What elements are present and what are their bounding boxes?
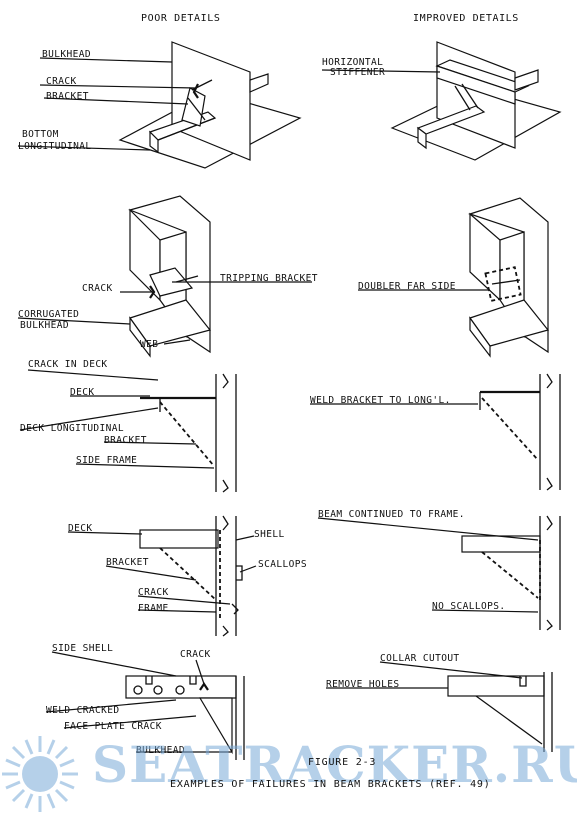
label-tripping-bracket: TRIPPING BRACKET [220,273,318,284]
panel3-poor-leaders [19,369,215,469]
panel2-poor-drawing [128,195,212,358]
label-crack-5: CRACK [180,649,211,660]
label-longitudinal: LONGITUDINAL [18,141,92,152]
panel5-poor-leaders [45,651,232,753]
label-side-shell: SIDE SHELL [52,643,114,654]
figure-title: EXAMPLES OF FAILURES IN BEAM BRACKETS (R… [170,779,491,790]
label-bottom: BOTTOM [22,129,59,140]
label-crack-in-deck: CRACK IN DECK [28,359,108,370]
panel5-poor-drawing [125,675,245,760]
panel5-improved-drawing [447,672,553,752]
panel4-poor-leaders [67,531,257,613]
label-bulkhead-5: BULKHEAD [136,745,185,756]
panel4-improved-leaders [317,517,539,613]
label-stiffener: STIFFENER [330,67,386,78]
label-bulkhead-2: BULKHEAD [20,320,69,331]
label-scallops: SCALLOPS [258,559,307,570]
sun-burst-logo-icon [2,736,78,812]
header-improved-details: IMPROVED DETAILS [413,13,519,24]
label-face-plate-crack: FACE PLATE CRACK [64,721,162,732]
panel1-poor-leaders [17,57,197,151]
label-crack-4: CRACK [138,587,169,598]
panel2-poor-leaders [17,281,312,345]
label-web: WEB [140,339,159,350]
panel5-improved-leaders [326,661,523,689]
label-horizontal: HORIZONTAL [322,57,384,68]
watermark-graphic [2,736,78,812]
label-doubler-far-side: DOUBLER FAR SIDE [358,281,456,292]
label-side-frame: SIDE FRAME [76,455,138,466]
figure-number: FIGURE 2-3 [308,757,377,768]
panel3-poor-drawing [140,373,237,493]
label-remove-holes: REMOVE HOLES [326,679,400,690]
panel1-improved-drawing [390,41,562,161]
label-bulkhead: BULKHEAD [42,49,91,60]
panel4-improved-drawing [461,515,561,631]
header-poor-details: POOR DETAILS [141,13,221,24]
label-deck-longitudinal: DECK LONGITUDINAL [20,423,125,434]
label-corrugated: CORRUGATED [18,309,80,320]
panel2-improved-drawing [468,197,550,358]
label-weld-bracket: WELD BRACKET TO LONG'L. [310,395,451,406]
label-frame: FRAME [138,603,169,614]
label-no-scallops: NO SCALLOPS. [432,601,506,612]
label-collar-cutout: COLLAR CUTOUT [380,653,460,664]
panel3-improved-drawing [479,373,561,491]
panel4-poor-drawing [139,515,243,637]
label-deck: DECK [70,387,95,398]
label-weld-cracked: WELD CRACKED [46,705,120,716]
watermark-text: SEATRACKER.RU [92,735,577,794]
label-shell: SHELL [254,529,285,540]
panel1-poor-drawing [118,41,302,169]
label-crack-2: CRACK [82,283,113,294]
label-bracket-3: BRACKET [104,435,147,446]
label-crack: CRACK [46,76,77,87]
label-deck-4: DECK [68,523,93,534]
label-beam-continued: BEAM CONTINUED TO FRAME. [318,509,465,520]
label-bracket-4: BRACKET [106,557,149,568]
panel1-improved-leaders [321,69,441,73]
label-bracket: BRACKET [46,91,89,102]
